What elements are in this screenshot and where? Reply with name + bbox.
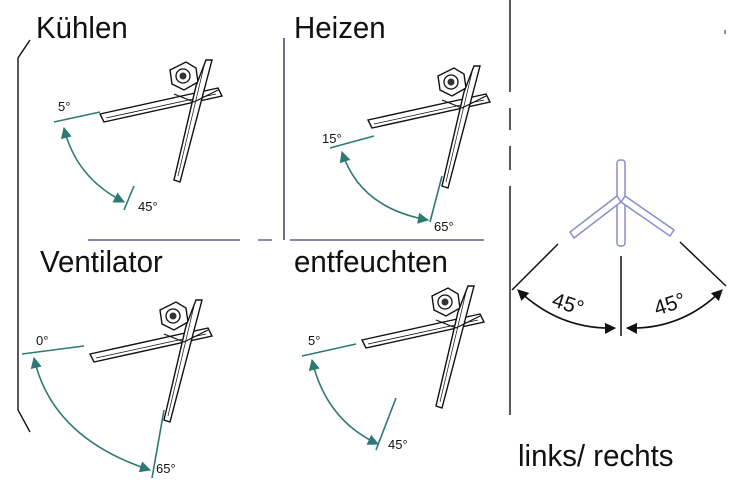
louver-heizen [329,65,491,224]
swing-diagram [511,159,727,336]
angle-label-entfeuchten-bottom: 45° [388,437,408,452]
mode-title-heizen: Heizen [294,10,386,45]
louver-entfeuchten [301,285,485,451]
angle-label-kuehlen-bottom: 45° [138,199,158,214]
angle-label-entfeuchten-top: 5° [308,333,321,348]
angle-label-ventilator-top: 0° [36,333,49,348]
mode-title-ventilator: Ventilator [40,244,163,279]
angle-label-ventilator-bottom: 65° [156,461,176,476]
angle-label-heizen-top: 15° [322,131,342,146]
frame-lines [17,0,726,433]
angle-label-kuehlen-top: 5° [58,99,71,114]
mode-title-entfeuchten: entfeuchten [294,244,448,279]
swing-title: links/ rechts [518,438,674,473]
louver-ventilator [21,299,213,479]
louver-kuehlen [53,59,223,211]
mode-title-kuehlen: Kühlen [36,10,128,45]
angle-label-heizen-bottom: 65° [434,219,454,234]
